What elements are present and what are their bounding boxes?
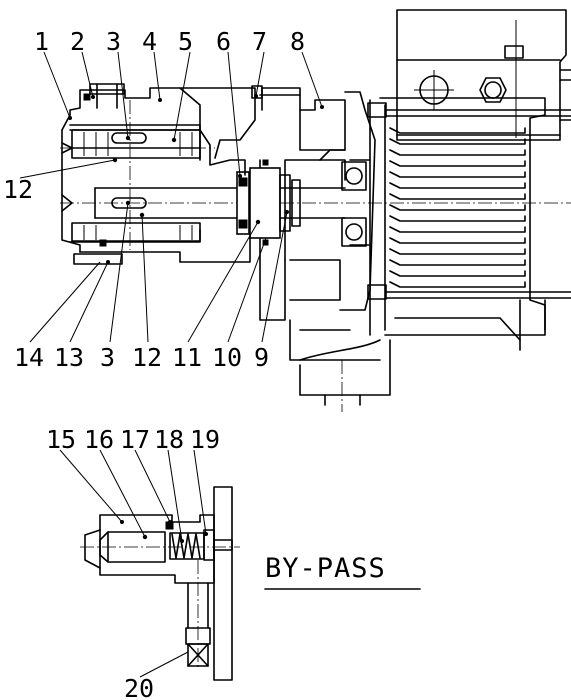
callout-19: 19 [190, 425, 220, 454]
callout-12-bottom: 12 [132, 343, 162, 372]
top-callout-numbers: 1 2 3 4 5 6 7 8 [34, 27, 305, 56]
callout-9: 9 [254, 343, 269, 372]
cooling-fin [389, 270, 526, 277]
callout-10: 10 [212, 343, 242, 372]
cooling-fin [389, 204, 526, 211]
bypass-callout-numbers: 15 16 17 18 19 [46, 425, 220, 454]
callout-13: 13 [54, 343, 84, 372]
callout-8: 8 [290, 27, 305, 56]
callout-18: 18 [154, 425, 184, 454]
callout-3-bottom: 3 [100, 343, 115, 372]
leader-lines [19, 51, 323, 343]
cooling-fin [389, 127, 526, 134]
cable-gland-left [414, 70, 454, 110]
cooling-fin [389, 171, 526, 178]
callout-14: 14 [14, 343, 44, 372]
cooling-fin [389, 182, 526, 189]
cooling-fin [389, 193, 526, 200]
callout-7: 7 [252, 27, 267, 56]
bypass-valve-drawing [80, 486, 240, 681]
callout-20: 20 [124, 674, 154, 700]
electric-motor [339, 9, 571, 351]
lantern-bracket [251, 85, 391, 412]
callout-1: 1 [34, 27, 49, 56]
cooling-fin [389, 215, 526, 222]
cooling-fin [389, 259, 526, 266]
callout-5: 5 [178, 27, 193, 56]
callout-3: 3 [106, 27, 121, 56]
bottom-callout-numbers: 14 13 3 12 11 10 9 [14, 343, 269, 372]
callout-2: 2 [70, 27, 85, 56]
cooling-fin [389, 281, 526, 288]
cooling-fins [389, 127, 526, 288]
cooling-fin [389, 248, 526, 255]
cooling-fin [389, 138, 526, 145]
callout-4: 4 [142, 27, 157, 56]
callout-11: 11 [172, 343, 202, 372]
cooling-fin [389, 149, 526, 156]
bypass-leaders [59, 449, 208, 678]
spring [169, 532, 205, 560]
callout-16: 16 [84, 425, 114, 454]
bypass-title-group: BY-PASS [264, 553, 421, 590]
shaft-coupling [60, 159, 571, 246]
cooling-fin [389, 226, 526, 233]
cooling-fin [389, 237, 526, 244]
gear-pump-housing [60, 83, 256, 265]
callout-17: 17 [120, 425, 150, 454]
callout-6: 6 [216, 27, 231, 56]
callout-15: 15 [46, 425, 76, 454]
callout-12-side: 12 [3, 175, 33, 204]
bypass-title: BY-PASS [265, 553, 386, 584]
cooling-fin [389, 160, 526, 167]
